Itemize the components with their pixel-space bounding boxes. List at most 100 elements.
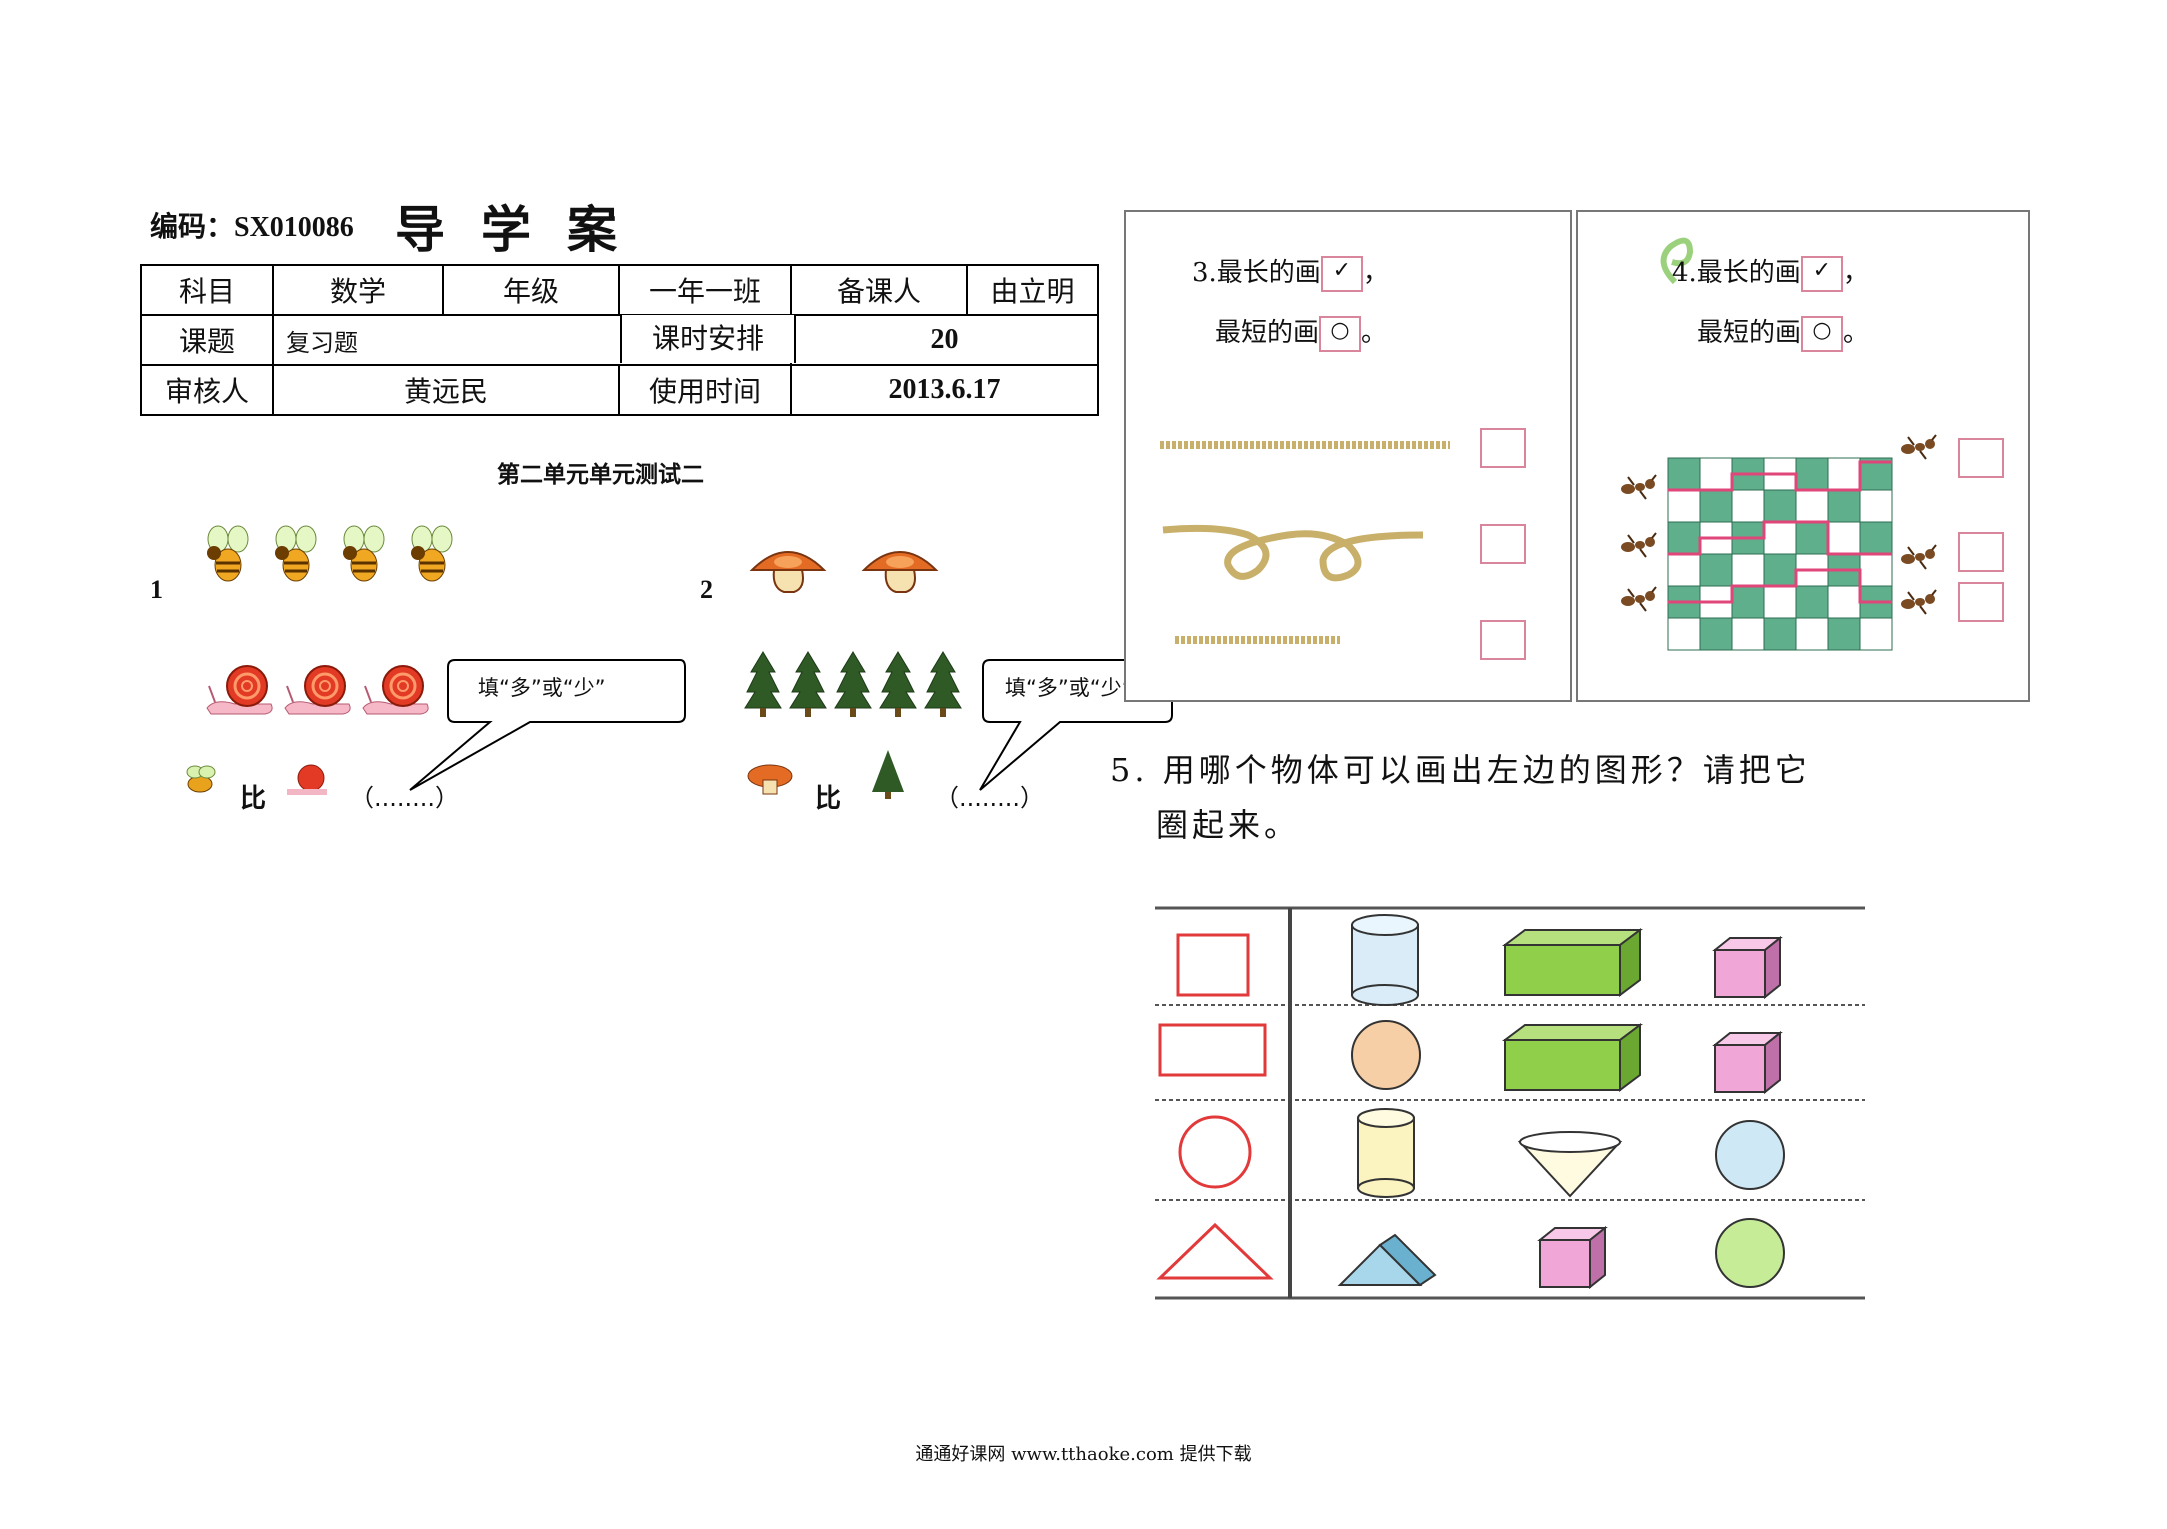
q4-longest-text: 4.最长的画 bbox=[1672, 258, 1801, 288]
page-title: 导学案 bbox=[395, 201, 653, 259]
grid-cell bbox=[1859, 521, 1893, 555]
bee-icon bbox=[343, 525, 385, 582]
q3-period: 。 bbox=[1361, 318, 1388, 348]
q5-line2: 圈起来。 bbox=[1156, 806, 1301, 844]
table-row: 科目 数学 年级 一年一班 备课人 由立明 bbox=[140, 264, 1099, 316]
tree-icon bbox=[924, 651, 962, 717]
tree-icon bbox=[834, 651, 872, 717]
q4-period: 。 bbox=[1843, 318, 1870, 348]
mushroom-icon bbox=[861, 551, 939, 593]
preparer-value: 由立明 bbox=[966, 264, 1099, 316]
shape-matching-table bbox=[1155, 906, 1865, 1300]
mushroom-small-icon bbox=[747, 764, 793, 795]
path-line-3 bbox=[1668, 568, 1892, 604]
answer-box-path-2[interactable] bbox=[1958, 532, 2004, 572]
mushroom-group bbox=[749, 551, 939, 593]
rope-loops bbox=[1162, 524, 1424, 582]
bee-icon bbox=[207, 525, 249, 582]
grid-cell bbox=[1859, 617, 1893, 651]
subject-value: 数学 bbox=[272, 264, 444, 316]
grid-cell bbox=[1827, 617, 1861, 651]
ant-icon bbox=[1621, 474, 1657, 500]
q4-line1: 4.最长的画✓， bbox=[1672, 252, 1869, 292]
footer-text: 通通好课网 www.tthaoke.com 提供下载 bbox=[915, 1444, 1252, 1465]
check-mark-icon: ✓ bbox=[1320, 256, 1363, 292]
cube-pink-shape bbox=[1712, 1030, 1783, 1095]
maze-grid bbox=[1667, 457, 1893, 651]
grid-cell bbox=[1667, 521, 1701, 555]
rope-short bbox=[1175, 636, 1340, 644]
bee-icon bbox=[411, 525, 453, 582]
tree-icon bbox=[789, 651, 827, 717]
snail-icon bbox=[284, 665, 351, 715]
snail-icon bbox=[206, 665, 273, 715]
reviewer-label: 审核人 bbox=[140, 364, 274, 416]
tree-small-icon bbox=[872, 750, 904, 799]
q4-shortest-text: 最短的画 bbox=[1697, 318, 1802, 348]
reviewer-value: 黄远民 bbox=[272, 364, 620, 416]
cylinder-blue-shape bbox=[1351, 914, 1419, 1006]
grid-cell bbox=[1763, 553, 1797, 587]
tree-icon bbox=[744, 651, 782, 717]
q3-line2: 最短的画○。 bbox=[1215, 312, 1387, 352]
path-line-2 bbox=[1668, 520, 1892, 556]
prism-blue-shape bbox=[1337, 1233, 1437, 1287]
grid-cell bbox=[1763, 489, 1797, 523]
table-row: 审核人 黄远民 使用时间 2013.6.17 bbox=[140, 364, 1099, 416]
cylinder-yellow-shape bbox=[1357, 1108, 1415, 1198]
date-value: 2013.6.17 bbox=[790, 364, 1099, 416]
answer-box-path-3[interactable] bbox=[1958, 582, 2004, 622]
rectangle-outline-shape bbox=[1158, 1023, 1267, 1077]
cube-pink-shape bbox=[1712, 935, 1783, 1000]
grade-label: 年级 bbox=[442, 264, 620, 316]
grid-cell bbox=[1859, 489, 1893, 523]
q3-longest-text: 3.最长的画 bbox=[1192, 258, 1321, 288]
grid-cell bbox=[1795, 617, 1829, 651]
period-label: 课时安排 bbox=[651, 322, 764, 355]
ant-icon bbox=[1901, 589, 1937, 615]
grid-cell bbox=[1667, 617, 1701, 651]
circle-mark-icon: ○ bbox=[1801, 316, 1844, 352]
question-1-number: 1 bbox=[150, 575, 163, 604]
grid-cell bbox=[1667, 457, 1701, 491]
blank-2[interactable]: （........） bbox=[935, 784, 1045, 812]
info-table: 科目 数学 年级 一年一班 备课人 由立明 课题 复习题 课时安排 20 审核人… bbox=[140, 264, 1099, 416]
answer-box-rope-1[interactable] bbox=[1480, 428, 1526, 468]
compare-word-1: 比 bbox=[240, 784, 267, 814]
answer-box-path-1[interactable] bbox=[1958, 438, 2004, 478]
sphere-blue-shape bbox=[1715, 1120, 1785, 1190]
period-label-cell: 课时安排 bbox=[620, 315, 796, 363]
question-2-number: 2 bbox=[700, 575, 713, 604]
preparer-label: 备课人 bbox=[790, 264, 968, 316]
mushroom-icon bbox=[749, 551, 827, 593]
answer-box-rope-3[interactable] bbox=[1480, 620, 1526, 660]
ant-icon bbox=[1621, 532, 1657, 558]
q4-comma: ， bbox=[1842, 258, 1869, 288]
sphere-green-shape bbox=[1715, 1218, 1785, 1288]
date-label: 使用时间 bbox=[618, 364, 792, 416]
grade-value: 一年一班 bbox=[618, 264, 792, 316]
triangle-outline-shape bbox=[1156, 1222, 1274, 1280]
answer-box-rope-2[interactable] bbox=[1480, 524, 1526, 564]
q4-line2: 最短的画○。 bbox=[1697, 312, 1869, 352]
ant-icon bbox=[1621, 586, 1657, 612]
grid-cell bbox=[1667, 553, 1701, 587]
code-label: 编码： bbox=[150, 210, 235, 243]
bee-group bbox=[207, 525, 453, 582]
cuboid-green-shape bbox=[1502, 928, 1643, 997]
subject-label: 科目 bbox=[140, 264, 274, 316]
grid-cell bbox=[1731, 489, 1765, 523]
blank-1[interactable]: （........） bbox=[350, 784, 460, 812]
bee-icon bbox=[275, 525, 317, 582]
q3-comma: ， bbox=[1362, 258, 1389, 288]
square-outline-shape bbox=[1176, 933, 1250, 997]
snail-small-icon bbox=[287, 764, 327, 795]
circle-outline-shape bbox=[1178, 1115, 1252, 1189]
topic-label: 课题 bbox=[140, 314, 274, 366]
document-code: 编码：SX010086 bbox=[150, 205, 354, 245]
grid-cell bbox=[1763, 585, 1797, 619]
rope-long bbox=[1160, 441, 1450, 449]
snail-group bbox=[206, 665, 429, 715]
q5-line1: 5. 用哪个物体可以画出左边的图形？请把它 bbox=[1110, 751, 1811, 789]
unit-title: 第二单元单元测试二 bbox=[497, 462, 704, 488]
